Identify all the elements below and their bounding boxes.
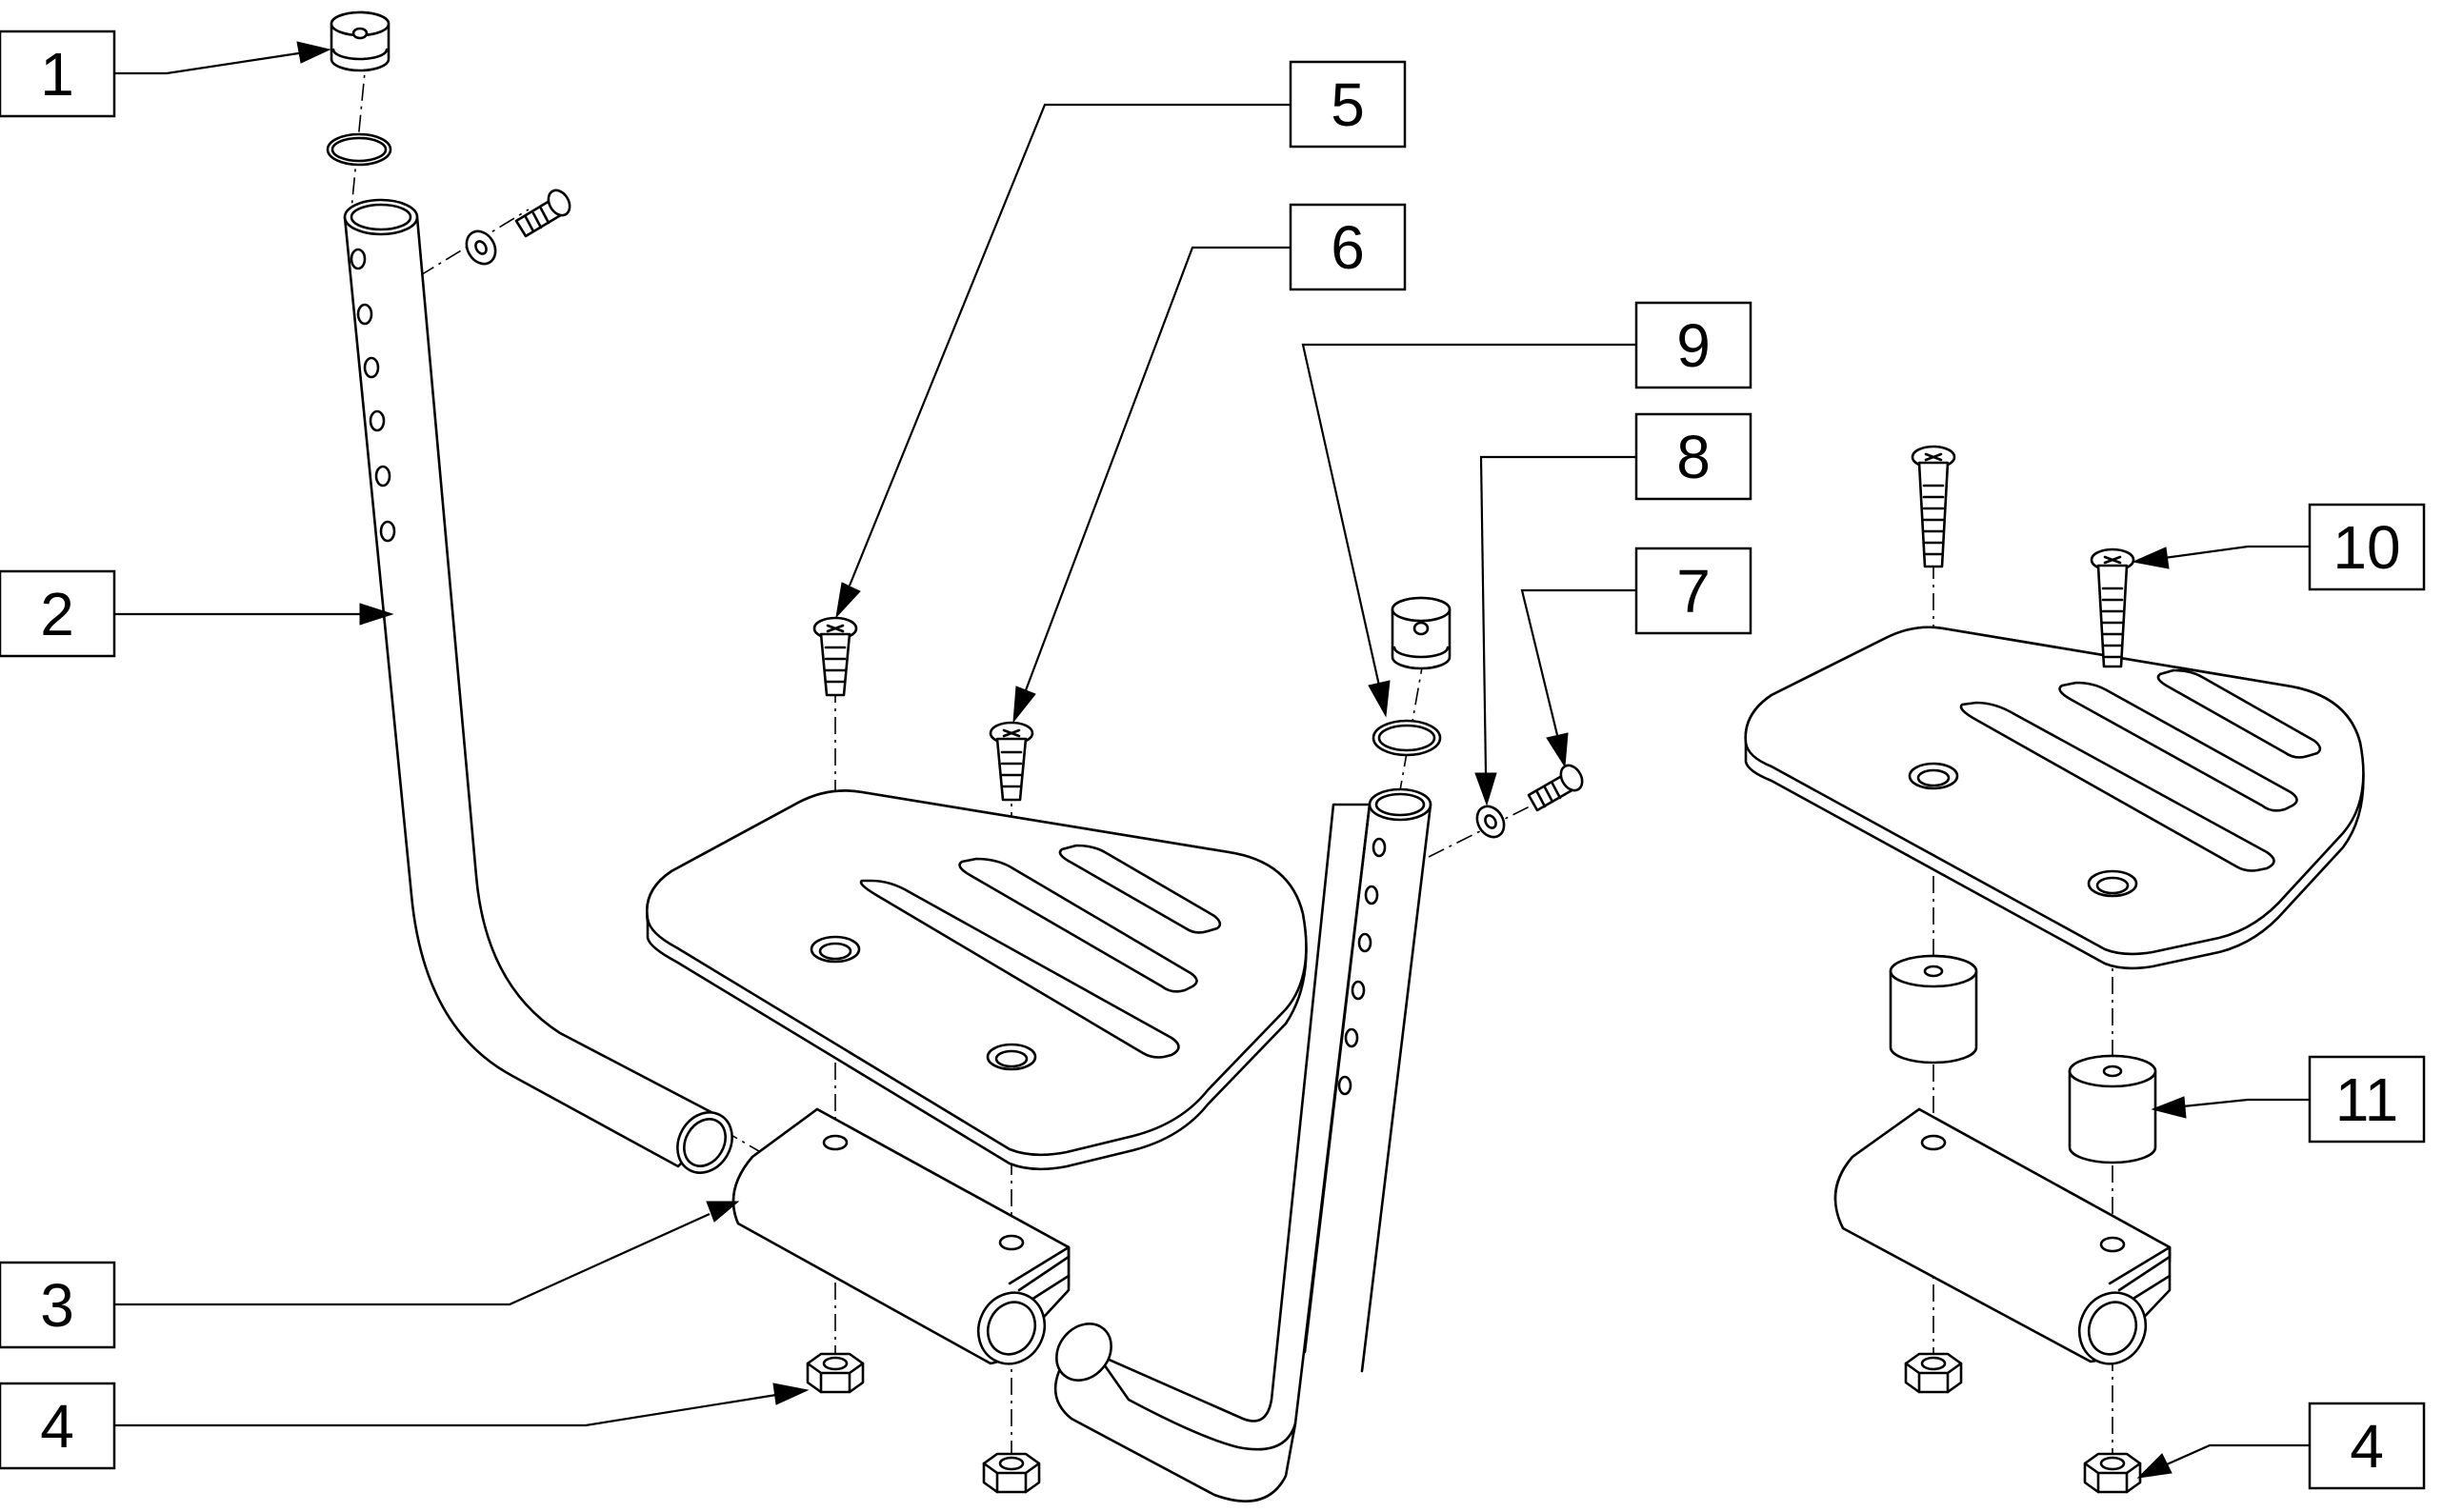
end-cap-part-9 — [1391, 596, 1452, 670]
callout-8-label: 8 — [1676, 423, 1711, 491]
flat-head-screw-part-5 — [812, 616, 858, 697]
callout-3-label: 3 — [40, 1271, 74, 1340]
callout-1-label: 1 — [40, 40, 74, 109]
bent-tube-part-2 — [343, 198, 733, 1174]
flat-head-screw-part-6 — [989, 721, 1034, 802]
callout-9: 9 — [1634, 301, 1752, 389]
callout-9-label: 9 — [1676, 311, 1711, 380]
callout-4-right: 4 — [2308, 1402, 2426, 1490]
callout-7: 7 — [1634, 547, 1752, 635]
end-cap-part-1 — [330, 10, 390, 72]
footplate-right — [1744, 626, 2365, 970]
hex-nut-right-a — [1904, 1352, 1963, 1394]
washer-left — [465, 229, 497, 266]
callout-6-label: 6 — [1331, 213, 1365, 282]
bracket-right — [1833, 1107, 2172, 1365]
callout-4-left: 4 — [0, 1382, 116, 1470]
adjustment-holes — [350, 248, 396, 543]
callout-4-right-label: 4 — [2350, 1412, 2384, 1481]
o-ring-part-9 — [1372, 719, 1442, 757]
callout-10-label: 10 — [2333, 513, 2400, 582]
callout-11-label: 11 — [2335, 1065, 2398, 1134]
leaders — [114, 41, 2310, 1479]
bracket-part-3 — [731, 1107, 1071, 1365]
callout-10: 10 — [2308, 503, 2426, 591]
spacer-part-11 — [2068, 1054, 2157, 1164]
callout-5-label: 5 — [1331, 70, 1365, 139]
bent-tube-right — [1053, 787, 1432, 1502]
callout-2-label: 2 — [40, 580, 74, 648]
hex-nut-right-b — [2083, 1452, 2142, 1494]
callout-7-label: 7 — [1676, 557, 1711, 626]
hex-nut-left — [806, 1352, 865, 1394]
screw-part-7 — [1527, 764, 1584, 812]
washer-part-8 — [1475, 805, 1506, 839]
spacer-left — [1889, 954, 1978, 1064]
long-screw-part-10 — [2090, 547, 2135, 668]
hex-nut-center — [982, 1452, 1041, 1494]
callout-3: 3 — [0, 1261, 116, 1349]
callout-8: 8 — [1634, 412, 1752, 501]
adjustment-holes-right — [1337, 837, 1387, 1096]
o-ring-part-1 — [326, 132, 392, 167]
screw-left — [514, 189, 571, 238]
long-screw-left-right-assembly — [1911, 445, 1956, 568]
callout-4-left-label: 4 — [40, 1392, 74, 1461]
callout-11: 11 — [2308, 1055, 2426, 1144]
callout-2: 2 — [0, 569, 116, 658]
callout-5: 5 — [1289, 60, 1407, 149]
footplate-center — [645, 789, 1308, 1171]
callout-6: 6 — [1289, 203, 1407, 291]
callout-1: 1 — [0, 30, 116, 118]
